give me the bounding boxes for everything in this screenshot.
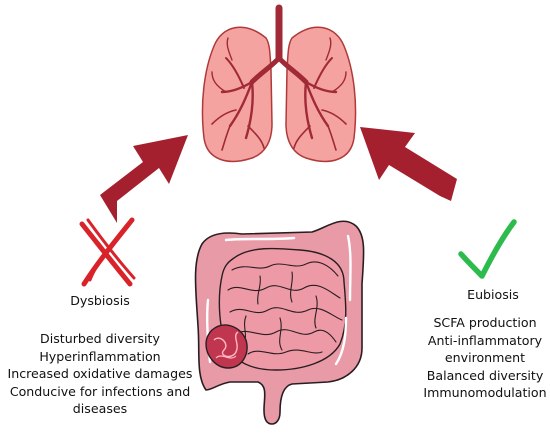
- dysbiosis-item: Hyperinflammation: [39, 348, 161, 364]
- small-intestine: [218, 247, 347, 371]
- eubiosis-item: environment: [444, 350, 526, 365]
- right-arrow: [360, 127, 457, 201]
- dysbiosis-list: Disturbed diversity Hyperinflammation In…: [0, 330, 200, 418]
- right-lung: [285, 26, 357, 163]
- eubiosis-item: Balanced diversity: [426, 367, 544, 383]
- eubiosis-title: Eubiosis: [467, 287, 519, 302]
- dysbiosis-item: diseases: [72, 401, 128, 416]
- intestine-illustration: [194, 220, 365, 425]
- dysbiosis-item: Increased oxidative damages: [7, 366, 193, 381]
- eubiosis-item: Anti-inflammatory: [427, 332, 543, 348]
- inflamed-tissue: [205, 324, 248, 369]
- dysbiosis-title: Dysbiosis: [70, 293, 130, 308]
- airway-tree: [211, 4, 347, 151]
- left-lung: [201, 26, 273, 163]
- eubiosis-item: Immunomodulation: [423, 385, 547, 400]
- check-icon: [458, 219, 517, 279]
- eubiosis-item: SCFA production: [433, 315, 537, 330]
- dysbiosis-item: Conducive for infections and: [9, 383, 191, 399]
- left-arrow: [100, 135, 188, 223]
- dysbiosis-item: Disturbed diversity: [40, 331, 160, 346]
- lungs-illustration: [201, 4, 357, 163]
- cross-icon: [79, 217, 136, 287]
- intestine-folds: [227, 261, 343, 355]
- eubiosis-list: SCFA production Anti-inflammatory enviro…: [420, 314, 550, 402]
